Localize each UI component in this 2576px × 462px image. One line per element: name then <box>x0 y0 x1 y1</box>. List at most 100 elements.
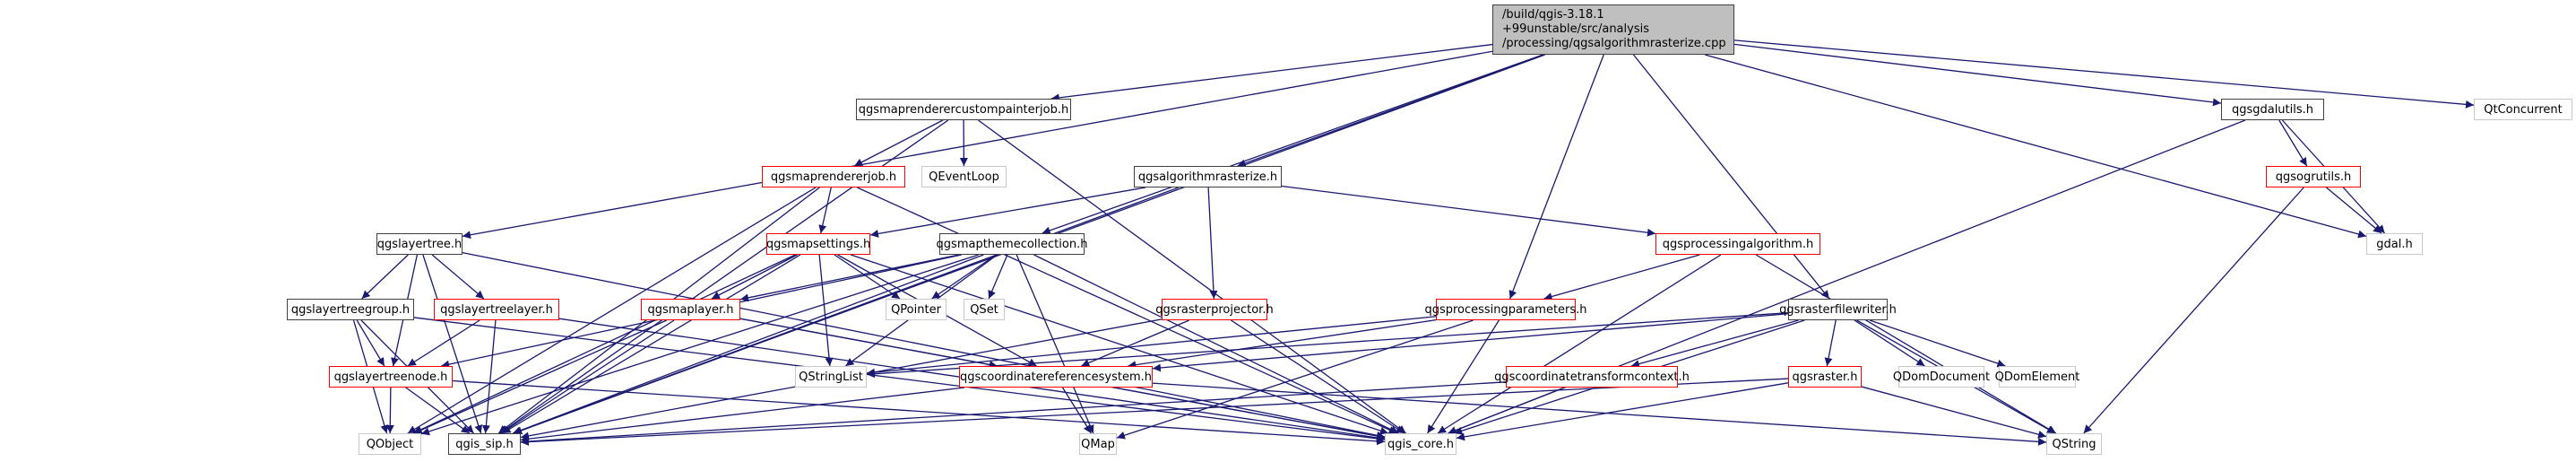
node-qgis-core: qgis_core.h <box>1385 433 1457 455</box>
edge-maplayer-to-sip <box>500 319 675 434</box>
node-qgsmaprenderercustompainterjob[interactable]: qgsmaprenderercustompainterjob.h <box>856 99 1071 120</box>
node-qgslayertreenode[interactable]: qgslayertreenode.h <box>329 366 453 388</box>
edge-rendererjob-to-qobject <box>407 187 817 434</box>
node-qmap: QMap <box>1079 433 1117 455</box>
node-qgslayertreegroup[interactable]: qgslayertreegroup.h <box>287 299 414 320</box>
edge-procalg-to-core <box>1437 254 1722 434</box>
node-qeventloop: QEventLoop <box>921 166 1007 187</box>
edge-mapsettings-to-qstringlist <box>818 254 834 367</box>
edge-raster-to-sip <box>520 378 1789 447</box>
node-qgsmapsettings[interactable]: qgsmapsettings.h <box>766 233 870 255</box>
node-qgsrasterfilewriter[interactable]: qgsrasterfilewriter.h <box>1779 299 1897 320</box>
edge-root-to-qtconcurrent <box>1733 39 2475 109</box>
edge-ogrutils-to-qstring <box>2083 187 2304 434</box>
node-qtconcurrent: QtConcurrent <box>2474 99 2572 120</box>
edge-layertree-to-ltgroup <box>361 254 409 300</box>
edge-ltlayer-to-sip <box>481 319 497 434</box>
node-qstring: QString <box>2046 433 2102 455</box>
edge-rendererjob-to-core <box>857 187 1397 434</box>
node-qpointer: QPointer <box>886 299 947 320</box>
edge-themecoll-to-sip <box>512 254 984 435</box>
node-qgsrasterprojector[interactable]: qgsrasterprojector.h <box>1155 299 1274 320</box>
edge-algraster-to-mapsettings <box>869 187 1146 238</box>
edge-ltnode-to-core <box>452 379 1386 446</box>
edge-root-to-gdalutils <box>1733 43 2222 107</box>
edge-rasterfw-to-ctc <box>1630 319 1799 368</box>
node-qgscoordinatetransformcontext[interactable]: qgscoordinatetransformcontext.h <box>1494 366 1690 388</box>
edge-layertree-to-core <box>462 251 1386 440</box>
edge-crs-to-qstring <box>1152 382 2047 446</box>
edge-rasterfw-to-domdoc <box>1854 319 1925 367</box>
edge-mapsettings-to-maplayer <box>711 254 798 300</box>
edge-root-to-customjob <box>1050 43 1493 102</box>
edge-crs-to-qmap <box>1061 387 1093 434</box>
edge-rasterproj-to-core <box>1231 319 1405 434</box>
edge-procalg-to-qstring <box>1755 254 2057 434</box>
edge-root-to-rasterfw <box>1632 54 1830 300</box>
root-path-line-2: +99unstable/src/analysis <box>1502 22 1649 36</box>
edge-procparams-to-crs <box>1128 319 1437 370</box>
edge-layertree-to-sip <box>422 254 483 434</box>
edge-crs-to-core <box>1114 387 1386 440</box>
root-path-line-3: /processing/qgsalgorithmrasterize.cpp <box>1502 37 1726 50</box>
edge-algraster-to-rasterproj <box>1207 187 1218 300</box>
root-file-node: /build/qgis-3.18.1 +99unstable/src/analy… <box>1492 4 1734 55</box>
edge-ltlayer-to-ltnode <box>407 319 480 367</box>
edge-mapsettings-to-qobject <box>412 254 796 434</box>
edge-algraster-to-procalg <box>1281 185 1656 237</box>
edge-ltgroup-to-ltnode <box>356 319 385 367</box>
edge-themecoll-to-qobject <box>420 254 979 436</box>
node-qgsprocessingalgorithm[interactable]: qgsprocessingalgorithm.h <box>1655 233 1820 255</box>
edge-procalg-to-procparams <box>1543 254 1700 301</box>
edge-themecoll-to-qmap <box>1016 254 1094 434</box>
node-qobject: QObject <box>359 433 421 455</box>
edge-gdalutils-to-ogrutils <box>2278 119 2308 167</box>
edge-root-to-gdal <box>1704 54 2367 239</box>
node-qgsmaplayer[interactable]: qgsmaplayer.h <box>641 299 740 320</box>
node-qgsogrutils[interactable]: qgsogrutils.h <box>2266 166 2361 187</box>
node-qstringlist: QStringList <box>795 366 867 388</box>
edge-mapsettings-to-qpointer <box>834 254 901 300</box>
edge-algraster-to-sip <box>513 187 1180 435</box>
edge-themecoll-to-qpointer <box>931 254 997 300</box>
node-qgslayertreelayer[interactable]: qgslayertreelayer.h <box>434 299 559 320</box>
node-gdal: gdal.h <box>2366 233 2423 255</box>
edge-ctc-to-sip <box>520 381 1507 446</box>
node-qdomelement: QDomElement <box>1995 366 2079 388</box>
edge-maplayer-to-qobject <box>413 319 667 434</box>
edge-rasterfw-to-raster <box>1824 319 1837 367</box>
edge-rasterfw-to-domelem <box>1869 319 2006 368</box>
node-qgsmapthemecollection[interactable]: qgsmapthemecollection.h <box>937 233 1087 255</box>
edge-ltnode-to-qobject <box>385 387 394 434</box>
edge-layertree-to-ltlayer <box>431 254 485 300</box>
edge-customjob-to-rendererjob <box>853 119 944 167</box>
node-qgsalgorithmrasterize[interactable]: qgsalgorithmrasterize.h <box>1134 166 1282 187</box>
node-qgis-sip[interactable]: qgis_sip.h <box>448 433 521 455</box>
node-qgsraster[interactable]: qgsraster.h <box>1788 366 1862 388</box>
edge-themecoll-to-core <box>1033 254 1399 434</box>
node-qgslayertree[interactable]: qgslayertree.h <box>376 233 462 255</box>
edge-rasterfw-to-qstringlist <box>866 312 1789 379</box>
edge-root-to-procparams <box>1508 54 1604 300</box>
edge-themecoll-to-maplayer <box>739 254 960 302</box>
node-qgscoordinatereferencesystem[interactable]: qgscoordinatereferencesystem.h <box>959 366 1153 388</box>
edge-customjob-to-core <box>978 119 1406 434</box>
edge-raster-to-qstring <box>1861 386 2047 439</box>
edge-rendererjob-to-mapsettings <box>818 187 832 234</box>
node-qgsgdalutils[interactable]: qgsgdalutils.h <box>2221 99 2324 120</box>
root-path-line-1: /build/qgis-3.18.1 <box>1502 8 1604 22</box>
edge-ctc-to-core <box>1448 387 1565 434</box>
edge-crs-to-sip <box>520 387 965 443</box>
edge-mapsettings-to-sip <box>502 254 801 434</box>
edge-ogrutils-to-gdal <box>2326 187 2382 234</box>
edge-rasterfw-to-crs <box>1152 313 1789 372</box>
edge-ltgroup-to-core <box>413 317 1386 443</box>
edge-root-to-layertree <box>462 50 1493 240</box>
node-qgsprocessingparameters[interactable]: qgsprocessingparameters.h <box>1424 299 1587 320</box>
edge-root-to-themecoll <box>1042 54 1543 235</box>
node-qgsmaprendererjob[interactable]: qgsmaprendererjob.h <box>762 166 905 187</box>
edge-procparams-to-core <box>1427 319 1500 434</box>
edge-raster-to-core <box>1456 382 1789 441</box>
node-qdomdocument: QDomDocument <box>1893 366 1990 388</box>
